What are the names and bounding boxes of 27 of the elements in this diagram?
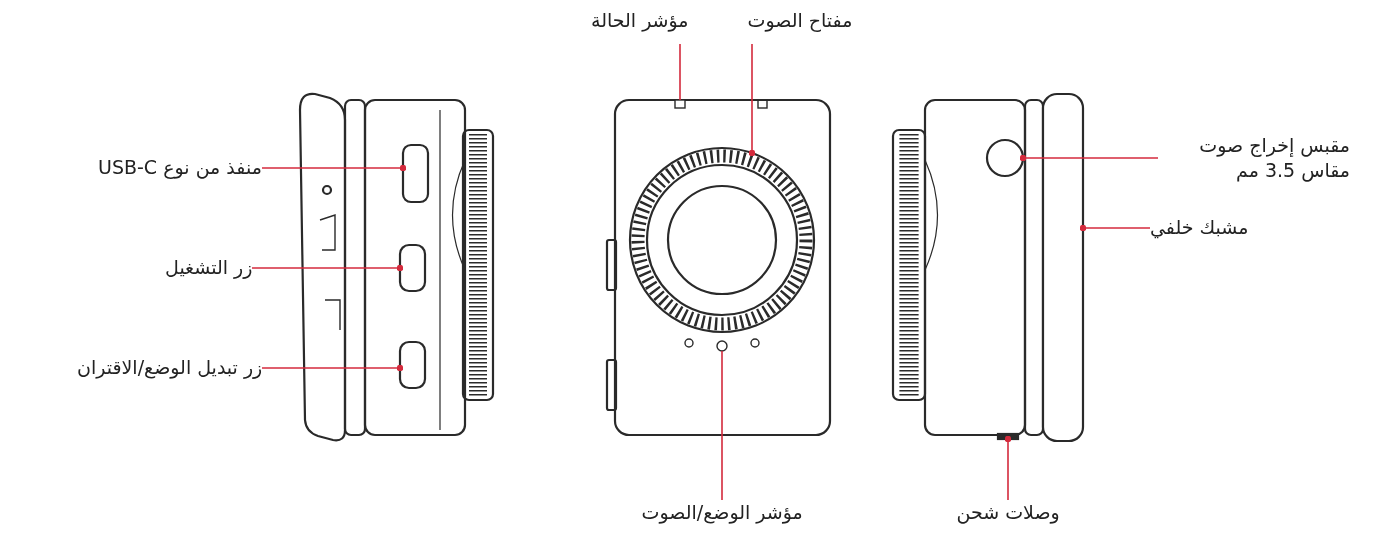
callout-label: مشبك خلفي: [1150, 215, 1249, 241]
part-outline: [628, 146, 816, 334]
leader-line: [748, 43, 756, 157]
part-outline: [398, 243, 427, 293]
part-outline: [398, 340, 427, 390]
part-outline: [401, 143, 430, 204]
leader-line: [1019, 154, 1159, 162]
part-outline: [985, 138, 1025, 178]
leader-line: [1004, 435, 1012, 501]
leader-line: [721, 350, 723, 501]
part-outline: [674, 99, 686, 109]
part-outline: [1041, 92, 1085, 443]
leader-line: [251, 264, 404, 272]
callout-label: مؤشر الحالة: [591, 8, 689, 34]
callout-label: زر تبديل الوضع/الاقتران: [77, 355, 263, 381]
callout-label: منفذ من نوع USB-C: [98, 155, 262, 181]
callout-label: مؤشر الوضع/الصوت: [641, 500, 803, 526]
callout-label: زر التشغيل: [165, 255, 253, 281]
callout-label: وصلات شحن: [956, 500, 1060, 526]
leader-line: [261, 164, 407, 172]
leader-line: [261, 364, 404, 372]
part-outline: [716, 340, 728, 352]
callout-label: مقبس إخراج صوت مقاس 3.5 مم: [1160, 132, 1350, 184]
callout-label: مفتاح الصوت: [747, 8, 853, 34]
leader-line: [1079, 224, 1151, 232]
part-outline: [996, 432, 1020, 441]
leader-line: [679, 43, 681, 101]
